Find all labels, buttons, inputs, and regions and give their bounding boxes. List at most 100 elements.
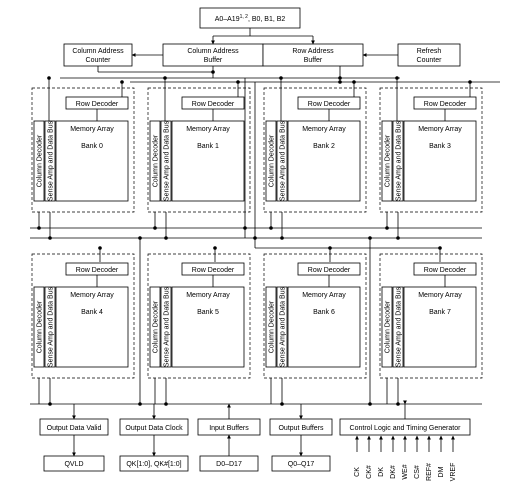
sense-amp xyxy=(160,120,172,202)
column-decoder xyxy=(381,120,393,202)
signal-label: CK# xyxy=(366,465,373,479)
d-box: D0–D17 xyxy=(199,455,259,472)
sense-amp xyxy=(392,286,404,368)
signal-label: CS# xyxy=(414,465,421,479)
bank-label: Bank 2 xyxy=(313,143,335,150)
column-decoder xyxy=(33,120,45,202)
bank-7-outline xyxy=(379,253,483,379)
memory-array-label: Memory Array xyxy=(186,292,230,299)
qk-label: QK[1:0], QK#[1:0] xyxy=(126,461,181,468)
column-decoder-label: Column Decoder xyxy=(37,300,44,353)
column-decoder-label: Column Decoder xyxy=(269,134,276,187)
refresh-counter-line1: Refresh xyxy=(417,48,442,55)
d-label: D0–D17 xyxy=(216,461,242,468)
signal-label: DM xyxy=(438,466,445,477)
bank-label: Bank 5 xyxy=(197,309,219,316)
column-decoder-label: Column Decoder xyxy=(269,300,276,353)
memory-array-label: Memory Array xyxy=(418,126,462,133)
output-buffers-box: Output Buffers xyxy=(269,418,333,436)
memory-array-label: Memory Array xyxy=(302,292,346,299)
bank-0-outline xyxy=(31,87,135,213)
bank-1-outline xyxy=(147,87,251,213)
column-address-counter-line1: Column Address xyxy=(72,48,124,55)
column-decoder xyxy=(381,286,393,368)
column-decoder xyxy=(265,286,277,368)
memory-array xyxy=(171,120,245,202)
column-decoder xyxy=(33,286,45,368)
output-data-clock-label: Output Data Clock xyxy=(125,425,183,432)
row-decoder-label: Row Decoder xyxy=(192,101,235,108)
bank-label: Bank 0 xyxy=(81,143,103,150)
row-address-buffer-line2: Buffer xyxy=(304,57,323,64)
row-address-buffer-line1: Row Address xyxy=(292,48,334,55)
row-decoder-label: Row Decoder xyxy=(192,267,235,274)
column-address-buffer-line1: Column Address xyxy=(187,48,239,55)
signal-label: VREF xyxy=(450,463,457,482)
sense-amp xyxy=(44,120,56,202)
q-label: Q0–Q17 xyxy=(288,461,315,468)
memory-array xyxy=(403,120,477,202)
sense-amp xyxy=(44,286,56,368)
memory-array xyxy=(171,286,245,368)
address-input-label: A0–A191, 2, B0, B1, B2 xyxy=(215,14,286,23)
control-logic-label: Control Logic and Timing Generator xyxy=(350,425,462,432)
memory-array xyxy=(55,120,129,202)
column-address-counter: Column Address Counter xyxy=(63,43,133,67)
column-decoder-label: Column Decoder xyxy=(385,300,392,353)
qvld-label: QVLD xyxy=(64,461,83,468)
row-decoder-label: Row Decoder xyxy=(76,101,119,108)
bank-label: Bank 6 xyxy=(313,309,335,316)
bottom-connections xyxy=(72,400,407,457)
bank-label: Bank 1 xyxy=(197,143,219,150)
sense-amp xyxy=(276,120,288,202)
refresh-counter-line2: Counter xyxy=(417,57,443,64)
signal-label: REF# xyxy=(426,463,433,481)
qvld-box: QVLD xyxy=(43,455,105,472)
sense-amp xyxy=(160,286,172,368)
bank-4-outline xyxy=(31,253,135,379)
output-buffers-label: Output Buffers xyxy=(278,425,324,432)
sense-amp-label: Sense Amp and Data Bus xyxy=(48,286,55,367)
sense-amp-label: Sense Amp and Data Bus xyxy=(48,120,55,201)
column-decoder-label: Column Decoder xyxy=(153,134,160,187)
memory-array xyxy=(287,286,361,368)
memory-array-label: Memory Array xyxy=(70,292,114,299)
bank-3-outline xyxy=(379,87,483,213)
row-decoder-label: Row Decoder xyxy=(308,101,351,108)
column-address-buffer: Column Address Buffer xyxy=(162,43,264,67)
column-decoder xyxy=(149,120,161,202)
memory-array xyxy=(55,286,129,368)
sense-amp-label: Sense Amp and Data Bus xyxy=(164,286,171,367)
memory-array-label: Memory Array xyxy=(70,126,114,133)
row-decoder-label: Row Decoder xyxy=(76,267,119,274)
column-address-counter-line2: Counter xyxy=(86,57,112,64)
column-address-buffer-line2: Buffer xyxy=(204,57,223,64)
signal-label: DK# xyxy=(390,465,397,479)
qk-box: QK[1:0], QK#[1:0] xyxy=(119,455,189,472)
bank-label: Bank 4 xyxy=(81,309,103,316)
sense-amp-label: Sense Amp and Data Bus xyxy=(280,120,287,201)
column-decoder-label: Column Decoder xyxy=(153,300,160,353)
sense-amp xyxy=(392,120,404,202)
memory-array xyxy=(403,286,477,368)
address-connections xyxy=(60,28,500,84)
signal-label: DK xyxy=(378,467,385,477)
row-decoder-label: Row Decoder xyxy=(424,101,467,108)
memory-array-label: Memory Array xyxy=(418,292,462,299)
sense-amp-label: Sense Amp and Data Bus xyxy=(280,286,287,367)
q-box: Q0–Q17 xyxy=(271,455,331,472)
row-decoder-label: Row Decoder xyxy=(424,267,467,274)
column-decoder-label: Column Decoder xyxy=(385,134,392,187)
refresh-counter: Refresh Counter xyxy=(397,43,461,67)
